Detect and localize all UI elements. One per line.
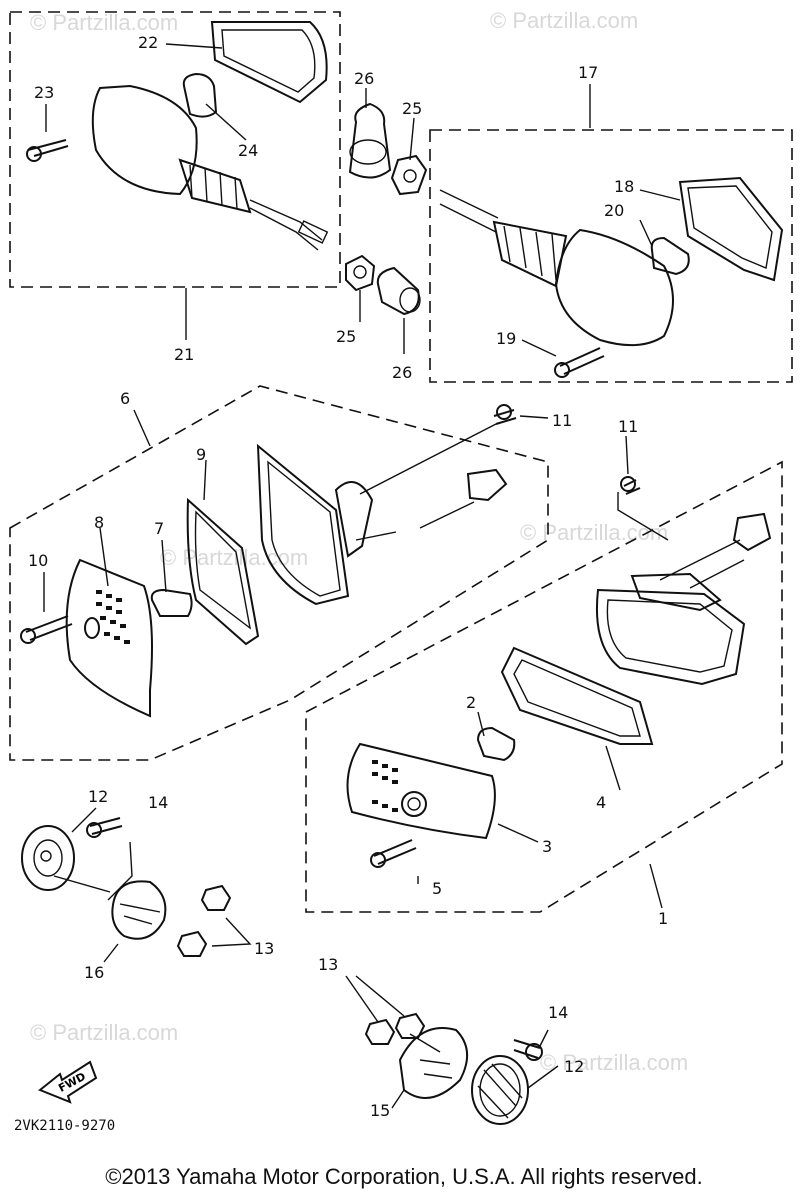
gasket-4 bbox=[500, 646, 654, 745]
grommet-26 bbox=[376, 266, 420, 316]
grommets-nuts bbox=[345, 88, 428, 354]
nut-25 bbox=[345, 254, 376, 292]
lens-pattern bbox=[372, 760, 398, 812]
watermark: © Partzilla.com bbox=[540, 1050, 688, 1075]
callout: 6 bbox=[120, 389, 130, 408]
flasher-assembly-1 bbox=[305, 435, 783, 913]
nut-13 bbox=[364, 1018, 396, 1045]
callout: 15 bbox=[370, 1101, 390, 1120]
callout: 13 bbox=[318, 955, 338, 974]
callout: 11 bbox=[552, 411, 572, 430]
callout: 19 bbox=[496, 329, 516, 348]
lens-pattern bbox=[96, 590, 130, 644]
callout: 25 bbox=[402, 99, 422, 118]
connector bbox=[466, 468, 508, 502]
reflector-assembly-16 bbox=[21, 807, 252, 963]
screw-23 bbox=[27, 139, 69, 157]
watermark: © Partzilla.com bbox=[30, 10, 178, 35]
screw-14 bbox=[89, 817, 123, 835]
bulb-7 bbox=[150, 588, 193, 617]
callout: 12 bbox=[564, 1057, 584, 1076]
callout: 4 bbox=[596, 793, 606, 812]
callout: 13 bbox=[254, 939, 274, 958]
turn-signal-assembly-21 bbox=[9, 11, 341, 340]
callout: 12 bbox=[88, 787, 108, 806]
callout: 24 bbox=[238, 141, 258, 160]
reflector-12 bbox=[21, 825, 75, 891]
connector bbox=[732, 512, 772, 552]
lens-18 bbox=[678, 176, 784, 282]
callout: 2 bbox=[466, 693, 476, 712]
housing-21 bbox=[91, 84, 198, 196]
callout: 9 bbox=[196, 445, 206, 464]
watermark: © Partzilla.com bbox=[160, 545, 308, 570]
watermark: © Partzilla.com bbox=[520, 520, 668, 545]
lens-22 bbox=[210, 21, 328, 104]
callout: 14 bbox=[148, 793, 168, 812]
callout: 26 bbox=[354, 69, 374, 88]
callout: 23 bbox=[34, 83, 54, 102]
callout: 16 bbox=[84, 963, 104, 982]
flasher-assembly-6 bbox=[9, 385, 549, 761]
bulb-20 bbox=[650, 236, 690, 276]
callout: 20 bbox=[604, 201, 624, 220]
callout: 22 bbox=[138, 33, 158, 52]
housing-1 bbox=[595, 588, 746, 686]
nut-25 bbox=[390, 154, 428, 196]
assembly-box-17 bbox=[429, 129, 793, 383]
callout: 14 bbox=[548, 1003, 568, 1022]
screw-11 bbox=[623, 479, 641, 495]
callout: 1 bbox=[658, 909, 668, 928]
screw-10 bbox=[25, 615, 73, 641]
callout: 17 bbox=[578, 63, 598, 82]
callout: 25 bbox=[336, 327, 356, 346]
callout: 26 bbox=[392, 363, 412, 382]
copyright-notice: ©2013 Yamaha Motor Corporation, U.S.A. A… bbox=[105, 1164, 703, 1189]
screw-19 bbox=[559, 347, 605, 375]
watermark: © Partzilla.com bbox=[30, 1020, 178, 1045]
watermarks: © Partzilla.com © Partzilla.com © Partzi… bbox=[30, 8, 688, 1075]
lens-3 bbox=[346, 742, 496, 840]
assembly-box-21 bbox=[9, 11, 341, 288]
callouts: 1 2 3 4 5 6 7 8 9 10 11 11 12 12 13 13 1… bbox=[28, 33, 668, 1120]
callout: 18 bbox=[614, 177, 634, 196]
bracket-16 bbox=[111, 880, 167, 940]
housing-17 bbox=[554, 228, 674, 347]
bulb-24 bbox=[182, 72, 218, 118]
callout: 7 bbox=[154, 519, 164, 538]
callout: 3 bbox=[542, 837, 552, 856]
fwd-arrow-icon bbox=[38, 1060, 98, 1104]
callout: 5 bbox=[432, 879, 442, 898]
callout: 11 bbox=[618, 417, 638, 436]
lens-8 bbox=[65, 558, 153, 718]
bracket-15 bbox=[398, 1027, 468, 1099]
reflector-assembly-15 bbox=[345, 975, 559, 1125]
nut-13 bbox=[200, 884, 232, 911]
reflector-12 bbox=[471, 1055, 529, 1125]
turn-signal-assembly-17 bbox=[429, 84, 793, 383]
forward-arrow: FWD bbox=[38, 1060, 98, 1104]
diagram-code: 2VK2110-9270 bbox=[14, 1118, 115, 1134]
screw-5 bbox=[373, 839, 417, 865]
assembly-box-6 bbox=[9, 385, 549, 761]
grommet-26 bbox=[348, 102, 392, 179]
callout: 21 bbox=[174, 345, 194, 364]
gasket-9 bbox=[186, 497, 260, 646]
callout: 10 bbox=[28, 551, 48, 570]
bulb-2 bbox=[476, 726, 516, 762]
nut-13 bbox=[176, 930, 208, 957]
assembly-box-1 bbox=[305, 460, 783, 913]
callout: 8 bbox=[94, 513, 104, 532]
watermark: © Partzilla.com bbox=[490, 8, 638, 33]
housing-6 bbox=[256, 443, 350, 606]
